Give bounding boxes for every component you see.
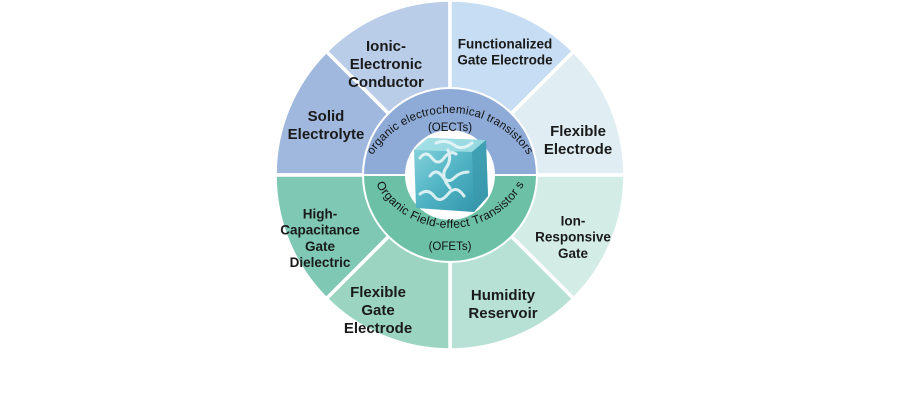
- oect-ring-abbr: (OECTs): [428, 122, 472, 134]
- ring-title-glyph: r: [477, 210, 486, 224]
- label-line: Responsive: [535, 230, 611, 245]
- ring-title-glyph: r: [379, 186, 393, 198]
- ring-title-glyph: c: [414, 109, 424, 122]
- ring-title-glyph: e: [418, 212, 429, 228]
- ring-title-glyph: r: [488, 114, 497, 127]
- ring-title-glyph: t: [513, 134, 524, 145]
- ring-title-glyph: m: [455, 104, 466, 117]
- ring-title-glyph: e: [399, 115, 410, 129]
- ring-title-glyph: i: [387, 124, 396, 135]
- ring-title-glyph: r: [519, 142, 531, 153]
- ring-title-glyph: i: [415, 211, 423, 225]
- label-line: Electrolyte: [288, 126, 365, 143]
- label-line: Gate Electrode: [457, 53, 553, 68]
- ring-title-glyph: d: [428, 215, 438, 230]
- ring-title-glyph: i: [397, 202, 408, 215]
- label-line: Gate: [558, 246, 589, 261]
- ring-title-glyph: f: [446, 217, 450, 231]
- hydrogel-cube-image: [414, 138, 488, 212]
- ring-title-glyph: f: [450, 217, 454, 231]
- ring-title-glyph: t: [485, 112, 494, 125]
- label-line: Gate: [361, 302, 394, 319]
- label-line: Flexible: [550, 123, 606, 140]
- ring-title-glyph: e: [439, 216, 447, 231]
- label-line: Capacitance: [280, 223, 360, 238]
- label-line: Conductor: [348, 74, 424, 91]
- label-line: Electronic: [350, 56, 423, 73]
- ring-title-glyph: s: [522, 145, 535, 157]
- ring-title-glyph: o: [428, 105, 436, 118]
- ring-title-glyph: r: [424, 106, 431, 119]
- ring-title-glyph: i: [507, 127, 517, 138]
- ring-title-glyph: i: [465, 105, 470, 117]
- ring-title-glyph: e: [408, 111, 419, 125]
- label-line: Flexible: [350, 284, 406, 301]
- ring-title-glyph: t: [420, 107, 427, 120]
- ring-title-glyph: e: [453, 216, 461, 231]
- ring-title-glyph: -: [435, 216, 441, 230]
- ring-title-glyph: e: [449, 104, 456, 116]
- ring-title-glyph: n: [497, 119, 509, 133]
- label-line: Ion-: [561, 214, 586, 229]
- ring-title-glyph: i: [495, 200, 506, 213]
- ring-title-glyph: c: [390, 120, 402, 133]
- ring-title-glyph: c: [467, 106, 476, 119]
- ring-title-glyph: r: [369, 141, 381, 152]
- label-line: Electrode: [544, 141, 612, 158]
- label-line: Ionic-: [366, 38, 406, 55]
- ring-title-glyph: l: [479, 110, 485, 122]
- ring-title-glyph: l: [425, 214, 431, 228]
- ring-title-glyph: a: [491, 116, 503, 130]
- ring-title-glyph: l: [405, 114, 413, 126]
- ring-title-glyph: c: [459, 216, 467, 231]
- label-line: Electrode: [344, 320, 412, 337]
- ring-title-glyph: t: [464, 215, 471, 230]
- label-line: Dielectric: [290, 255, 351, 270]
- label-line: Humidity: [471, 287, 536, 304]
- label-line: Functionalized: [458, 37, 553, 52]
- ring-title-glyph: h: [442, 104, 449, 116]
- ring-title-glyph: r: [508, 186, 522, 198]
- ring-title-glyph: a: [473, 107, 483, 121]
- ofet-ring-abbr: (OFETs): [429, 241, 472, 253]
- label-line: High-: [303, 207, 338, 222]
- ring-title-glyph: c: [436, 104, 443, 117]
- label-line: Solid: [308, 108, 345, 125]
- label-line: Reservoir: [468, 305, 537, 322]
- label-line: Gate: [305, 239, 336, 254]
